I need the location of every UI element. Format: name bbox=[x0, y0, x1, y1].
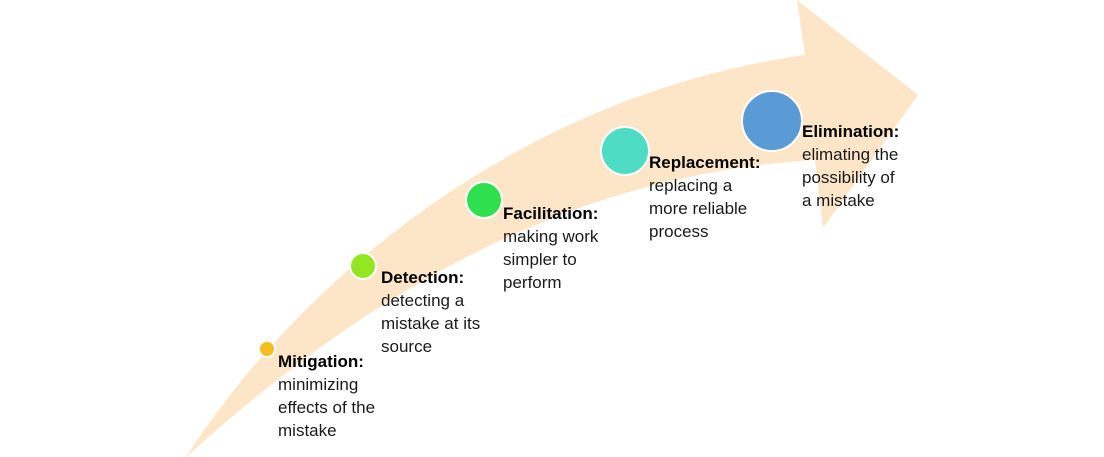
step-mitigation-description: minimizing effects of the mistake bbox=[278, 375, 376, 440]
progress-arrow-shape bbox=[186, 0, 918, 457]
elimination-dot bbox=[741, 90, 803, 152]
step-mitigation: Mitigation: minimizing effects of the mi… bbox=[278, 350, 375, 442]
step-detection-title: Detection: bbox=[381, 268, 465, 287]
step-facilitation: Facilitation: making work simpler to per… bbox=[503, 202, 598, 294]
mitigation-dot bbox=[258, 340, 276, 358]
step-detection-description: detecting a mistake at its source bbox=[381, 291, 481, 356]
step-elimination-title: Elimination: bbox=[802, 122, 900, 141]
step-replacement-description: replacing a more reliable process bbox=[649, 176, 748, 241]
step-facilitation-description: making work simpler to perform bbox=[503, 227, 599, 292]
replacement-dot bbox=[600, 126, 650, 176]
detection-dot bbox=[349, 252, 377, 280]
step-replacement-title: Replacement: bbox=[649, 153, 761, 172]
step-elimination-description: elimating the possibility of a mistake bbox=[802, 145, 899, 210]
facilitation-dot bbox=[465, 181, 503, 219]
step-mitigation-title: Mitigation: bbox=[278, 352, 364, 371]
step-detection: Detection: detecting a mistake at its so… bbox=[381, 266, 480, 358]
step-replacement: Replacement: replacing a more reliable p… bbox=[649, 151, 760, 243]
step-facilitation-title: Facilitation: bbox=[503, 204, 599, 223]
step-elimination: Elimination: elimating the possibility o… bbox=[802, 120, 899, 212]
